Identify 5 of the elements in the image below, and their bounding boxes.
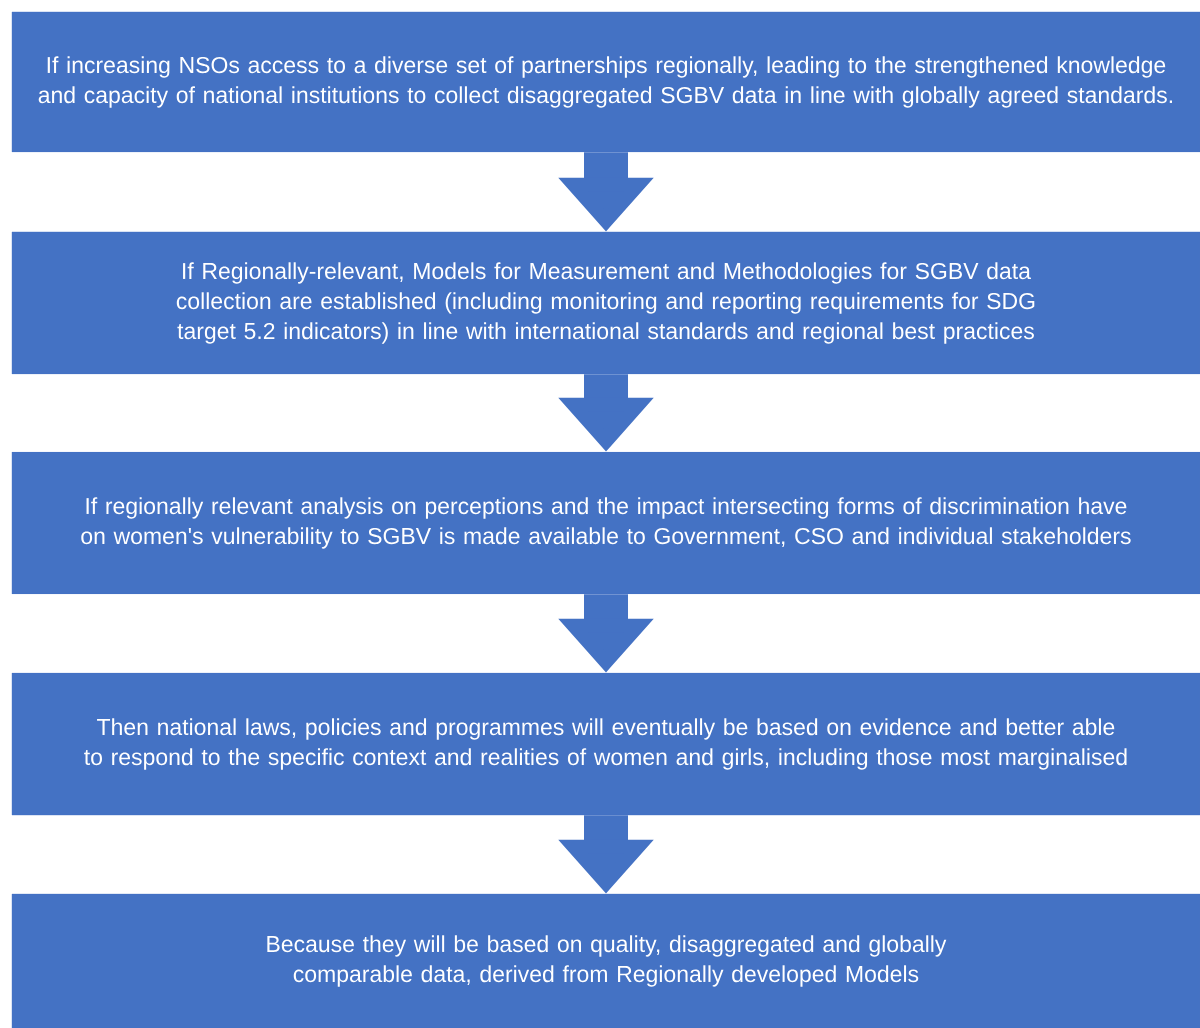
process-box: Because they will be based on quality, disaggregated and globally comparable data, derived from Regionally developed Models: [11, 893, 1200, 1028]
process-box: If increasing NSOs access to a diverse set of partnerships regionally, leading to the strengthened knowledge and capacity of national institutions to collect disaggregated SGBV data in line with globally agreed standards.: [11, 11, 1200, 153]
process-box: If regionally relevant analysis on perceptions and the impact intersecting forms of discrimination have on women's vulnerability to SGBV is made available to Government, CSO and individual stakeholders: [11, 451, 1200, 595]
process-box: Then national laws, policies and programmes will eventually be based on evidence and better able to respond to the specific context and realities of women and girls, including those most marginalised: [11, 672, 1200, 816]
process-box: If Regionally-relevant, Models for Measurement and Methodologies for SGBV data collection are established (including monitoring and reporting requirements for SDG target 5.2 indicators) in line with international standards and regional best practices: [11, 231, 1200, 375]
